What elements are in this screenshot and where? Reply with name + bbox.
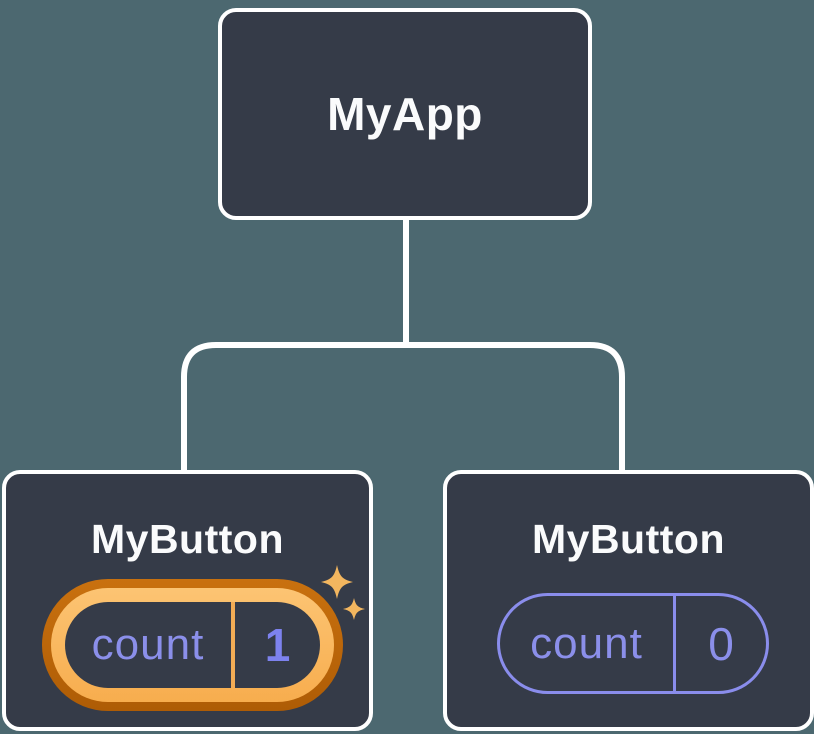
connector-branch bbox=[181, 342, 625, 474]
node-title: MyApp bbox=[327, 88, 483, 140]
node-title: MyButton bbox=[531, 516, 725, 562]
tree-node-mybutton-right: MyButton count 0 bbox=[443, 470, 814, 731]
tree-node-myapp: MyApp bbox=[218, 8, 592, 220]
state-label: count bbox=[530, 618, 643, 668]
state-value-cell: 1 bbox=[231, 602, 320, 688]
state-value: 0 bbox=[708, 617, 734, 670]
state-pill: count 0 bbox=[497, 593, 769, 694]
state-label: count bbox=[91, 620, 205, 669]
highlight-ring: count 1 bbox=[51, 588, 334, 702]
state-pill-core: count 1 bbox=[65, 602, 320, 688]
sparkle-big bbox=[321, 565, 353, 599]
sparkles-icon bbox=[321, 565, 365, 620]
state-value: 1 bbox=[264, 619, 291, 671]
state-pill-highlighted: count 1 bbox=[42, 579, 343, 711]
node-title: MyButton bbox=[90, 516, 284, 562]
tree-node-mybutton-left: MyButton count 1 bbox=[2, 470, 373, 731]
state-label-cell: count bbox=[65, 602, 231, 688]
sparkle-small bbox=[343, 598, 365, 620]
state-value-cell: 0 bbox=[673, 596, 766, 691]
state-label-cell: count bbox=[500, 596, 673, 691]
